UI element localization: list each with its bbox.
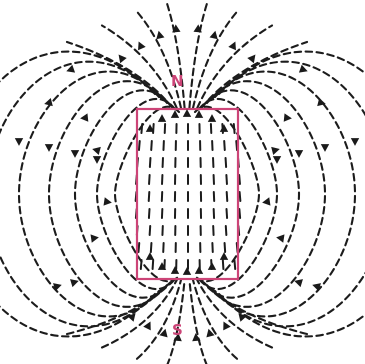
field-arrow bbox=[93, 156, 101, 164]
inner-field-dash bbox=[240, 192, 241, 201]
field-arrow bbox=[321, 144, 329, 152]
field-arrow bbox=[71, 150, 79, 158]
inner-field-dash bbox=[141, 260, 142, 269]
field-line-right bbox=[203, 90, 299, 297]
inner-field-lines bbox=[136, 124, 241, 269]
field-arrow bbox=[295, 150, 303, 158]
inner-field-dash bbox=[150, 158, 151, 167]
inner-field-dash bbox=[223, 260, 224, 269]
inner-field-dash bbox=[234, 124, 235, 133]
field-arrow bbox=[146, 252, 154, 260]
field-arrow bbox=[44, 98, 53, 106]
field-arrow bbox=[210, 31, 218, 40]
field-arrow bbox=[208, 114, 216, 122]
inner-field-dash bbox=[226, 158, 227, 167]
inner-field-dash bbox=[150, 226, 151, 235]
field-arrow bbox=[91, 234, 99, 242]
field-line-left bbox=[0, 62, 159, 327]
inner-field-dash bbox=[153, 260, 154, 269]
field-line-left bbox=[75, 90, 171, 297]
field-arrow bbox=[276, 234, 284, 242]
field-arrow bbox=[138, 41, 146, 50]
field-arrow bbox=[273, 156, 281, 164]
field-line-right bbox=[207, 81, 325, 307]
inner-field-dash bbox=[226, 175, 227, 184]
field-arrow bbox=[271, 147, 280, 155]
field-arrow bbox=[158, 114, 166, 122]
inner-field-dash bbox=[226, 226, 227, 235]
field-line-south bbox=[197, 280, 272, 348]
field-line-right bbox=[219, 52, 365, 337]
field-arrow bbox=[195, 266, 203, 274]
field-arrow bbox=[192, 333, 200, 341]
inner-field-dash bbox=[141, 124, 142, 133]
field-arrow bbox=[262, 197, 270, 205]
field-arrow bbox=[45, 144, 53, 152]
field-line-south bbox=[102, 280, 177, 348]
south-pole-label: S bbox=[172, 323, 183, 338]
inner-field-dash bbox=[239, 175, 240, 184]
field-arrow bbox=[119, 55, 127, 64]
field-arrow bbox=[92, 147, 101, 155]
field-arrow bbox=[284, 113, 292, 121]
field-arrow bbox=[15, 138, 23, 146]
inner-field-dash bbox=[234, 260, 235, 269]
field-arrow bbox=[228, 41, 236, 50]
field-arrow bbox=[247, 55, 255, 64]
inner-field-dash bbox=[138, 243, 139, 252]
inner-field-dash bbox=[225, 243, 226, 252]
field-arrow bbox=[143, 322, 151, 331]
inner-field-dash bbox=[149, 209, 150, 218]
inner-field-dash bbox=[227, 192, 228, 201]
field-line-left bbox=[115, 107, 179, 282]
field-arrow bbox=[220, 124, 228, 132]
inner-field-dash bbox=[149, 175, 150, 184]
inner-field-dash bbox=[227, 209, 228, 218]
field-arrow bbox=[208, 262, 216, 270]
inner-field-dash bbox=[151, 243, 152, 252]
outer-field-lines bbox=[0, 4, 365, 364]
inner-field-dash bbox=[239, 209, 240, 218]
field-arrow bbox=[70, 279, 79, 287]
field-arrow bbox=[183, 267, 191, 275]
inner-field-dash bbox=[139, 141, 140, 150]
field-arrow bbox=[183, 109, 191, 117]
inner-field-dash bbox=[224, 141, 225, 150]
field-arrow bbox=[223, 322, 231, 331]
inner-field-dash bbox=[149, 192, 150, 201]
north-pole-label: N bbox=[171, 74, 184, 89]
field-arrow bbox=[171, 266, 179, 274]
field-arrow bbox=[351, 138, 359, 146]
field-arrow bbox=[156, 31, 164, 40]
field-arrow bbox=[220, 252, 228, 260]
field-arrow bbox=[66, 65, 75, 73]
inner-field-dash bbox=[151, 141, 152, 150]
field-arrow bbox=[104, 197, 112, 205]
field-arrow bbox=[294, 279, 303, 287]
field-arrow bbox=[299, 65, 308, 73]
field-arrow bbox=[80, 113, 88, 121]
